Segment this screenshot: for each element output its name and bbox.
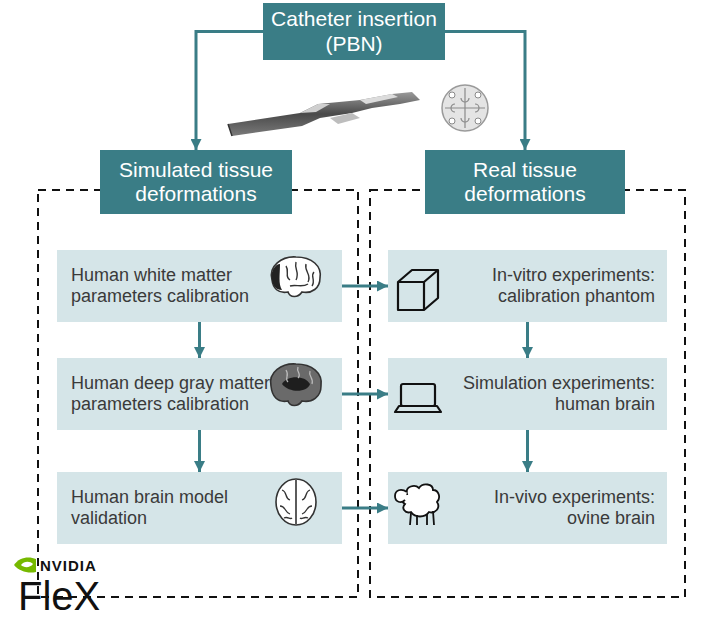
- node-text: Real tissue deformations: [433, 158, 617, 206]
- step-box: Human white matter parameters calibratio…: [57, 250, 342, 322]
- step-box: In-vitro experiments: calibration phanto…: [388, 250, 667, 322]
- step-box: Human brain model validation: [57, 472, 342, 544]
- cube-icon: [398, 270, 438, 310]
- flow-arrow: [526, 322, 529, 358]
- brain-side-icon: [271, 257, 320, 297]
- header-box: Real tissue deformations: [425, 150, 625, 214]
- flow-arrow: [198, 430, 201, 472]
- dashed-region: [370, 190, 685, 597]
- flow-arrow: [526, 430, 529, 472]
- step-box: In-vivo experiments: ovine brain: [388, 472, 667, 544]
- flow-arrow: [198, 322, 201, 358]
- dashed-region: [38, 190, 358, 597]
- node-text: Human brain model validation: [71, 487, 270, 528]
- logo-text: NVIDIA: [40, 557, 97, 574]
- logo-wordmark: FleX: [18, 574, 100, 619]
- flow-arrow: [342, 285, 388, 288]
- step-box: Human deep gray matter parameters calibr…: [57, 358, 342, 430]
- catheter-cross-section: [442, 85, 488, 131]
- node-text: In-vivo experiments: ovine brain: [446, 487, 655, 528]
- node-text: In-vitro experiments: calibration phanto…: [446, 265, 655, 306]
- nvidia-eye-logo: [14, 557, 36, 572]
- catheter-illustration: [228, 92, 420, 136]
- sheep-icon: [395, 484, 439, 525]
- flow-arrow: [342, 393, 388, 396]
- node-text: Catheter insertion (PBN): [271, 7, 437, 55]
- node-text: Human deep gray matter parameters calibr…: [71, 373, 278, 414]
- node-text: Simulated tissue deformations: [108, 158, 284, 206]
- brain-top-icon: [276, 479, 316, 525]
- flow-arrow: [342, 507, 388, 510]
- node-text: Human white matter parameters calibratio…: [71, 265, 270, 306]
- flow-arrow: [445, 32, 525, 151]
- step-box: Simulation experiments: human brain: [388, 358, 667, 430]
- brain-gray-matter-icon: [271, 364, 322, 406]
- laptop-icon: [395, 384, 441, 412]
- process-box: Catheter insertion (PBN): [263, 3, 445, 60]
- flow-arrow: [196, 32, 263, 151]
- node-text: Simulation experiments: human brain: [446, 373, 655, 414]
- header-box: Simulated tissue deformations: [100, 150, 292, 214]
